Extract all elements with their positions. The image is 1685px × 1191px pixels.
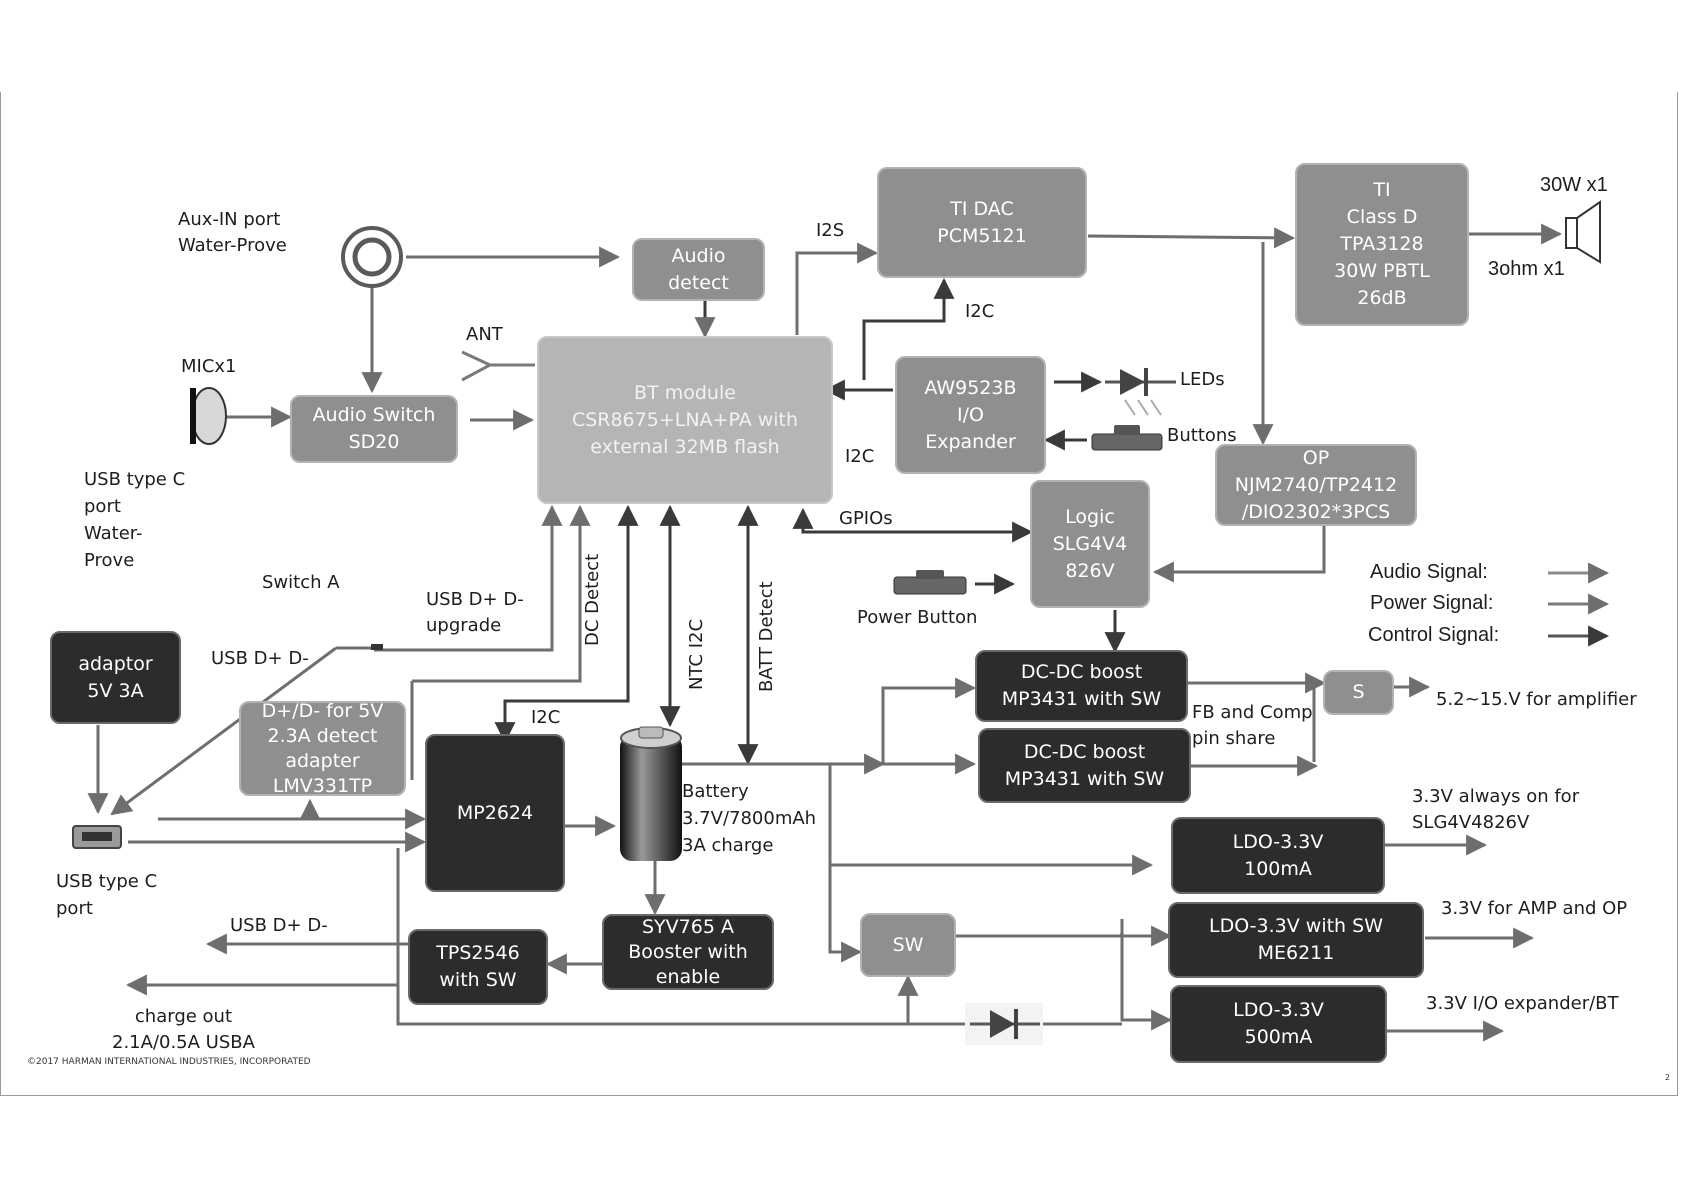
op-block: OP NJM2740/TP2412 /DIO2302*3PCS [1215,444,1417,526]
ti-class-d-block: TI Class D TPA3128 30W PBTL 26dB [1295,163,1469,326]
logic-block: Logic SLG4V4 826V [1030,480,1150,608]
buttons-label: Buttons [1167,425,1237,446]
page-number: 2 [1665,1073,1671,1082]
ntc-i2c-label: NTC I2C [686,618,707,690]
legend-power: Power Signal: [1370,592,1494,614]
dcdc-boost-2-block: DC-DC boost MP3431 with SW [978,728,1191,803]
usb-dd-left-label: USB D+ D- [211,648,309,669]
s-switch-block: S [1323,670,1394,715]
dc-detect-label: DC Detect [582,553,603,646]
speaker-power-label: 30W x1 [1540,174,1608,196]
syv765-block: SYV765 A Booster with enable [602,914,774,990]
adaptor-block: adaptor 5V 3A [50,631,181,724]
antenna-icon [461,350,535,382]
usb-upgrade-label: USB D+ D- upgrade [426,589,524,636]
gpios-label: GPIOs [839,508,893,529]
tps2546-block: TPS2546 with SW [408,929,548,1005]
speaker-icon [1565,200,1601,264]
usb-c-top-label: USB type C port Water- Prove [84,469,186,571]
always-on-label: 3.3V always on for SLG4V4826V [1412,786,1580,833]
ldo-sw-block: LDO-3.3V with SW ME6211 [1168,902,1424,978]
battery-label: Battery 3.7V/7800mAh 3A charge [682,781,817,856]
amp-op-label: 3.3V for AMP and OP [1441,898,1628,919]
mp2624-block: MP2624 [425,734,565,892]
power-button-label: Power Button [857,607,978,628]
microphone-icon [190,387,227,445]
batt-detect-label: BATT Detect [756,581,777,692]
ant-label: ANT [466,324,503,345]
io-bt-label: 3.3V I/O expander/BT [1426,993,1619,1014]
i2c-dac-label: I2C [965,301,995,322]
i2c-bt-label: I2C [845,446,875,467]
diode-icon [965,1003,1043,1045]
fb-comp-label: FB and Comp pin share [1192,702,1313,749]
detect-block: D+/D- for 5V 2.3A detect adapter LMV331T… [239,700,406,797]
battery-icon [620,726,682,861]
bt-module-block: BT module CSR8675+LNA+PA with external 3… [537,336,833,504]
copyright: ©2017 HARMAN INTERNATIONAL INDUSTRIES, I… [27,1057,311,1067]
amp-out-label: 5.2~15.V for amplifier [1436,689,1637,710]
power-button-icon [893,570,967,595]
charge-out-label: charge out 2.1A/0.5A USBA [112,1006,255,1053]
button-icon [1091,425,1163,451]
aw9523b-block: AW9523B I/O Expander [895,356,1046,474]
switch-a-label: Switch A [262,572,340,593]
switch-a-mark [371,644,383,650]
i2c-mp-label: I2C [531,707,561,728]
usb-port-icon [72,825,122,849]
legend-audio: Audio Signal: [1370,561,1488,583]
led-icon [1105,368,1176,416]
usb-dd-bottom-label: USB D+ D- [230,915,328,936]
aux-jack-icon [341,226,403,288]
ldo-500ma-block: LDO-3.3V 500mA [1170,985,1387,1063]
ldo-100ma-block: LDO-3.3V 100mA [1171,817,1385,894]
sw-block: SW [860,913,956,977]
legend-control: Control Signal: [1368,624,1500,646]
i2s-label: I2S [816,220,845,241]
mic-label: MICx1 [181,356,237,377]
audio-switch-block: Audio Switch SD20 [290,395,458,463]
speaker-ohm-label: 3ohm x1 [1488,258,1565,280]
audio-detect-block: Audio detect [632,238,765,301]
ti-dac-block: TI DAC PCM5121 [877,167,1087,278]
usb-c-bottom-label: USB type C port [56,871,158,919]
dcdc-boost-1-block: DC-DC boost MP3431 with SW [975,650,1188,722]
slide-frame [0,92,1678,1096]
leds-label: LEDs [1180,369,1225,390]
aux-in-label: Aux-IN port Water-Prove [178,209,287,256]
